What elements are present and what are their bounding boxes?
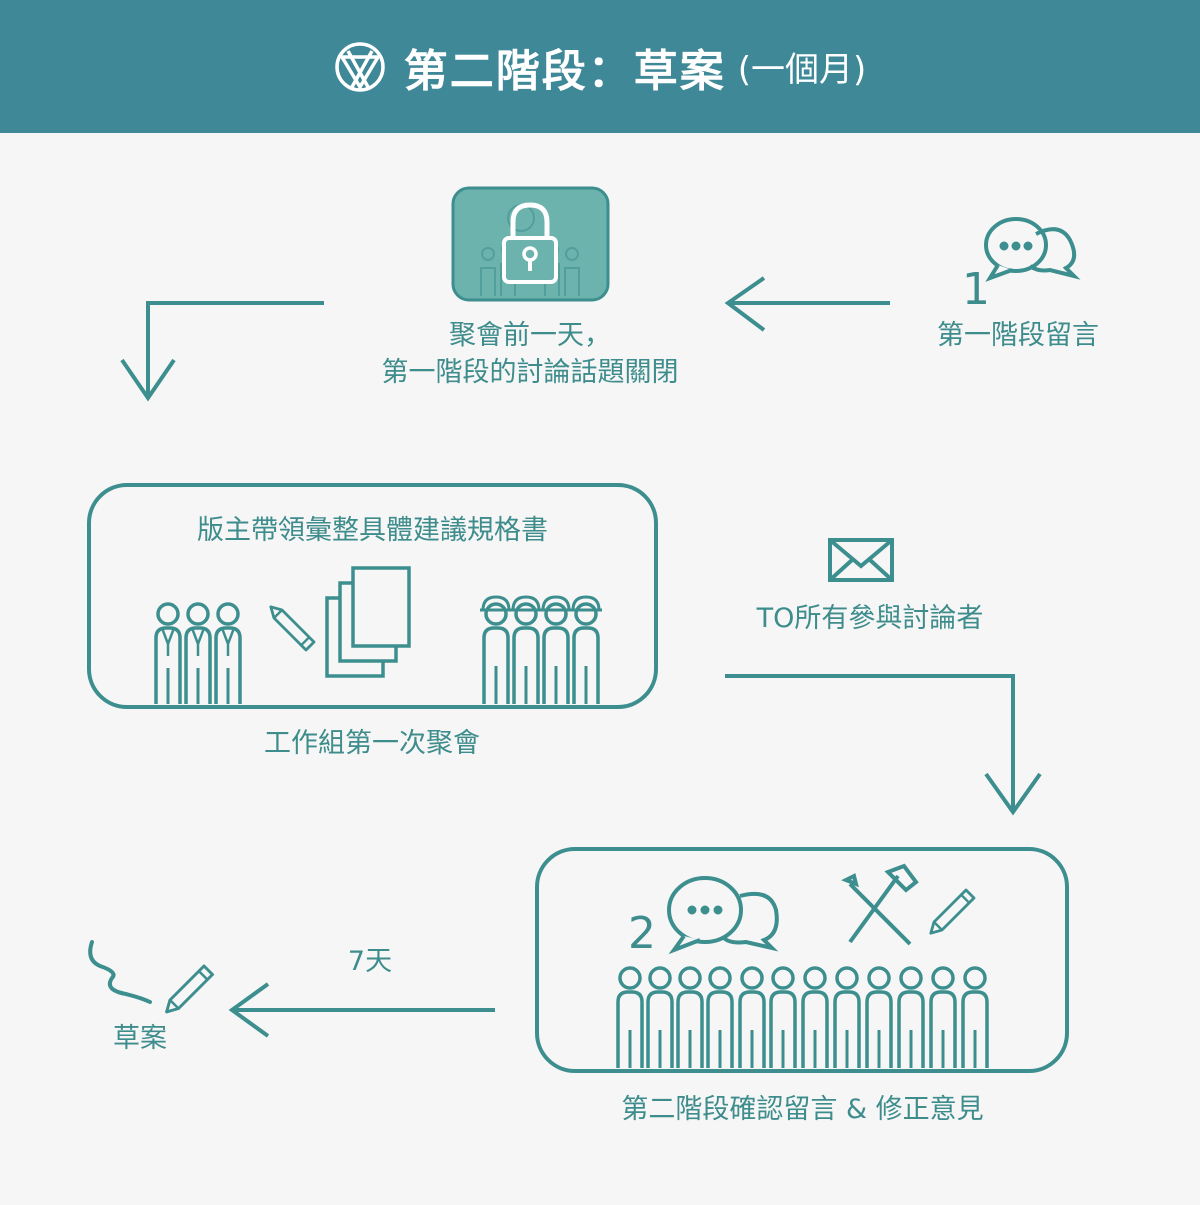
page-title: 第二階段：草案	[403, 45, 726, 97]
tools-icon	[841, 863, 919, 946]
pencil-icon	[88, 940, 214, 1014]
speech-bubbles-icon	[667, 876, 779, 955]
email-all-label: TO所有參與討論者	[756, 603, 984, 634]
arrow-to-first-meeting	[120, 301, 324, 402]
step-number-1: 1	[962, 264, 990, 315]
pencil-icon-meeting	[269, 605, 316, 652]
draft-label: 草案	[113, 1023, 167, 1054]
envelope-icon	[828, 538, 894, 582]
page-subtitle: (一個月)	[737, 50, 867, 90]
stage1-comments-label: 第一階段留言	[937, 320, 1099, 351]
close-discussion-line2: 第一階段的討論話題關閉	[381, 357, 679, 388]
arrow-to-stage2	[725, 674, 1042, 816]
arrow-to-close-discussion	[724, 276, 890, 332]
header-bar	[0, 0, 1200, 133]
speech-bubbles-icon	[984, 217, 1081, 282]
stage2-caption: 第二階段確認留言 & 修正意見	[621, 1094, 984, 1125]
padlock-icon	[451, 186, 610, 302]
helmet-people-group	[480, 597, 602, 704]
step-number-2: 2	[628, 908, 656, 959]
suited-people-group	[154, 602, 242, 706]
first-meeting-box	[87, 483, 658, 709]
pencil-icon-stage2	[929, 888, 976, 935]
documents-icon	[325, 566, 411, 678]
community-logo-icon	[334, 41, 385, 92]
header-title: 第二階段：草案 (一個月)	[0, 0, 1200, 133]
crowd-group	[616, 966, 989, 1070]
first-meeting-caption: 工作組第一次聚會	[264, 728, 480, 759]
arrow-to-draft	[228, 982, 495, 1038]
duration-label: 7天	[347, 946, 393, 977]
first-meeting-box-label: 版主帶領彙整具體建議規格書	[197, 515, 548, 546]
close-discussion-line1: 聚會前一天，	[449, 320, 611, 351]
stage2-box	[535, 847, 1069, 1073]
